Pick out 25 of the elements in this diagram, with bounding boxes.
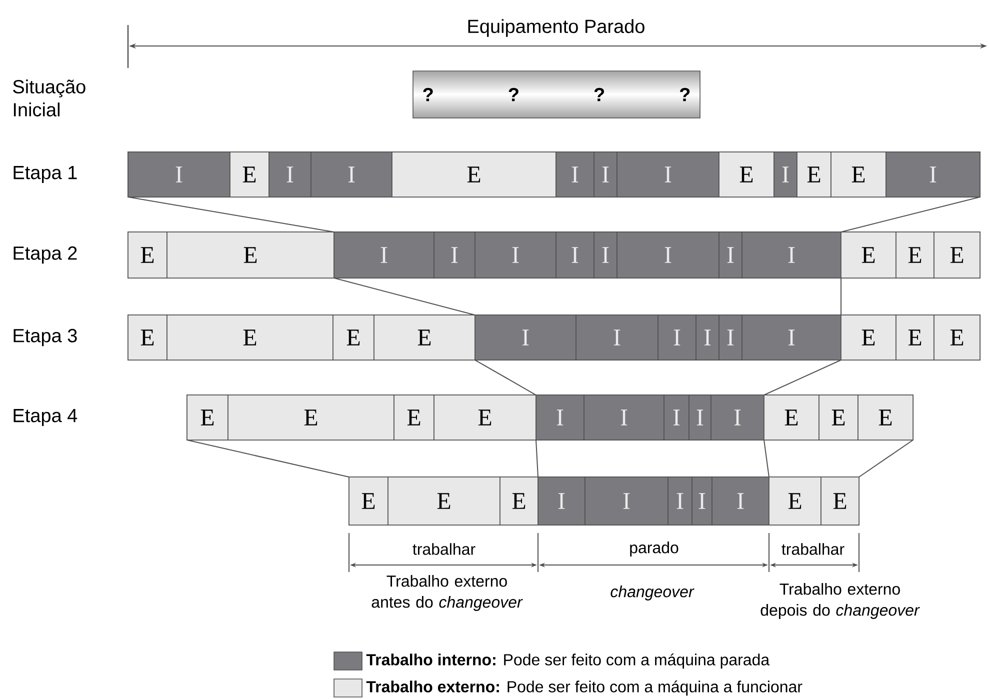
legend-text: Trabalho externo: Pode ser feito com a máquina a funcionar <box>366 680 802 696</box>
projection-line <box>840 278 842 316</box>
legend-text: Trabalho interno: Pode ser feito com a máquina parada <box>366 653 770 669</box>
projection-line <box>858 440 914 478</box>
projection-line <box>764 440 770 478</box>
row-label: Etapa 4 <box>14 409 78 426</box>
annotation-text: Equipamento Parado <box>468 19 644 37</box>
projection-line <box>186 440 350 478</box>
annotation-text: Trabalho externo antes do changeover <box>372 575 523 611</box>
row-label: Etapa 3 <box>14 328 77 346</box>
projection-line <box>128 196 334 232</box>
projection-line <box>840 196 981 232</box>
projection-line <box>474 360 536 396</box>
annotation-text: trabalhar <box>412 543 476 555</box>
row-label: Etapa 2 <box>14 246 77 264</box>
projection-line <box>764 360 842 396</box>
annotation-text: trabalhar <box>782 543 844 555</box>
question-box: ? ? ? ? <box>412 70 700 118</box>
row-label: Situação Inicial <box>13 80 86 116</box>
projection-line <box>536 440 538 478</box>
annotation-text: Trabalho externo depois do changeover <box>760 583 920 619</box>
row-label: Etapa 1 <box>14 166 77 183</box>
annotation-text: changeover <box>610 586 694 600</box>
annotation-text: parado <box>630 542 678 556</box>
projection-line <box>334 278 476 316</box>
